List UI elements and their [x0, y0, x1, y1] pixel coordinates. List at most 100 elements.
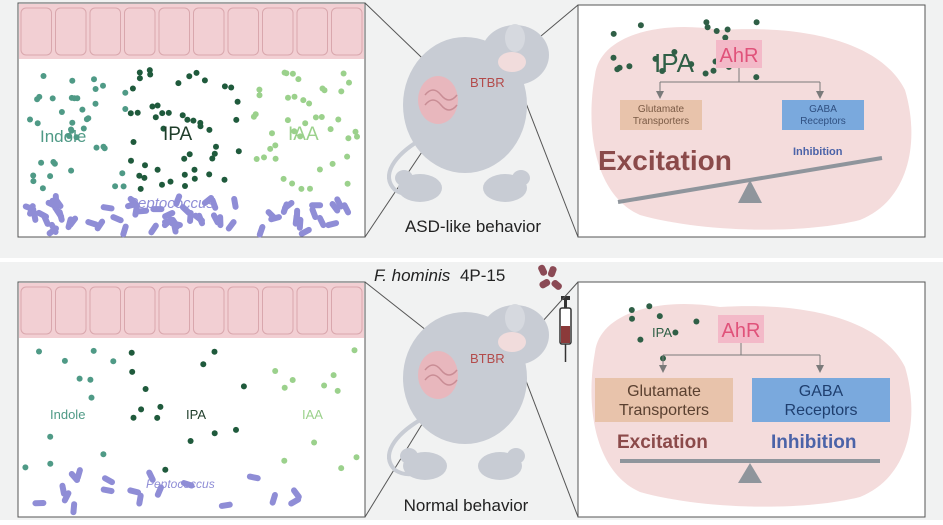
glutamate-label: Glutamate [627, 383, 701, 400]
mouse-strain-label: BTBR [470, 351, 505, 366]
bacterium [282, 199, 295, 211]
bacterium [100, 486, 115, 495]
metabolite-dot [659, 68, 666, 74]
metabolite-dot [120, 183, 127, 190]
metabolite-dot [30, 172, 37, 179]
bacterium [45, 199, 59, 210]
bottom-brain-panel: IPA AhR Glutamate Transporters GABA Rece… [577, 281, 926, 518]
metabolite-dot [201, 77, 208, 84]
metabolite-dot [130, 414, 137, 421]
transporters-label: Transporters [633, 116, 689, 127]
metabolite-dot [47, 433, 54, 440]
receptors-label: Receptors [785, 402, 858, 419]
epithelial-cell [262, 7, 294, 56]
metabolite-dot [36, 93, 43, 100]
bacterium [70, 501, 78, 516]
metabolite-dot [272, 155, 279, 162]
metabolite-dot [250, 113, 257, 120]
iaa-label: IAA [288, 124, 319, 145]
metabolite-dot [345, 135, 352, 142]
epithelial-cell [124, 7, 156, 56]
metabolite-dot [300, 97, 307, 104]
metabolite-dot [289, 70, 296, 77]
metabolite-dot [228, 84, 235, 91]
metabolite-dot [186, 73, 193, 80]
bacterium [341, 202, 352, 216]
metabolite-dot [616, 64, 623, 71]
metabolite-dot [30, 178, 37, 185]
metabolite-dot [88, 394, 95, 401]
metabolite-dot [137, 185, 144, 192]
metabolite-dot [49, 95, 56, 102]
bacterium [173, 193, 183, 207]
metabolite-dot [221, 83, 228, 90]
metabolite-dot [344, 180, 351, 187]
metabolite-dot [68, 167, 75, 174]
metabolite-dot [211, 430, 218, 437]
metabolite-dot [80, 125, 87, 132]
metabolite-dot [295, 76, 302, 83]
metabolite-dot [71, 95, 78, 102]
metabolite-dot [128, 157, 134, 164]
iaa-label: IAA [302, 407, 323, 422]
epithelial-cell [124, 286, 156, 335]
metabolite-dot [27, 116, 33, 123]
epithelial-cell [296, 7, 328, 56]
glutamate-transporters-box [620, 100, 702, 130]
metabolite-dot [637, 22, 644, 29]
bacterium [201, 194, 215, 207]
ahr-box [716, 40, 762, 68]
metabolite-dot [100, 451, 107, 458]
metabolite-dot [159, 181, 165, 188]
metabolite-dot [69, 119, 76, 126]
metabolite-dot [40, 73, 47, 79]
bottom-btbr-mouse: BTBR [387, 304, 549, 477]
metabolite-dot [191, 175, 198, 182]
bacterium [32, 499, 47, 507]
bacterium [102, 475, 115, 486]
metabolite-dot [193, 69, 200, 76]
ahr-label: AhR [722, 320, 761, 342]
metabolite-dot [90, 347, 97, 354]
epithelial-cell [55, 7, 87, 56]
metabolite-dot [281, 457, 288, 464]
peptococcus-label: Peptococcus [146, 477, 215, 491]
bacterium [52, 196, 64, 210]
metabolite-dot [321, 87, 328, 94]
metabolite-dot [129, 85, 136, 92]
bacterium [100, 204, 115, 212]
metabolite-dot [154, 102, 161, 109]
brain-icon [498, 52, 526, 72]
metabolite-dot [58, 109, 65, 115]
metabolite-dot [256, 92, 263, 99]
metabolite-dot [722, 34, 729, 41]
epithelial-cell [20, 7, 52, 56]
metabolite-dot [181, 155, 188, 162]
metabolite-dot [344, 153, 351, 160]
receptors-label: Receptors [800, 116, 846, 127]
bacterium [135, 207, 150, 215]
metabolite-dot [753, 74, 760, 81]
bottom-epithelium [19, 283, 364, 338]
metabolite-dot [76, 375, 83, 382]
metabolite-dot [142, 386, 149, 392]
metabolite-dot [329, 160, 336, 167]
metabolite-dot [626, 63, 633, 70]
excitation-label: Excitation [598, 145, 732, 176]
bacterium [192, 212, 205, 224]
metabolite-dot [136, 172, 143, 179]
mouse-strain-label: BTBR [470, 75, 505, 90]
bacterium [161, 216, 174, 229]
metabolite-dot [92, 86, 99, 92]
metabolite-dot [672, 329, 679, 336]
metabolite-dot [629, 315, 635, 322]
metabolite-dot [335, 116, 342, 123]
metabolite-dot [710, 67, 717, 74]
metabolite-dot [233, 116, 240, 123]
epithelial-cell [193, 286, 225, 335]
treatment-label: F. hominis 4P-15 [374, 266, 505, 285]
metabolite-dot [190, 117, 197, 124]
bacterium [269, 491, 278, 506]
metabolite-dot [233, 426, 239, 433]
